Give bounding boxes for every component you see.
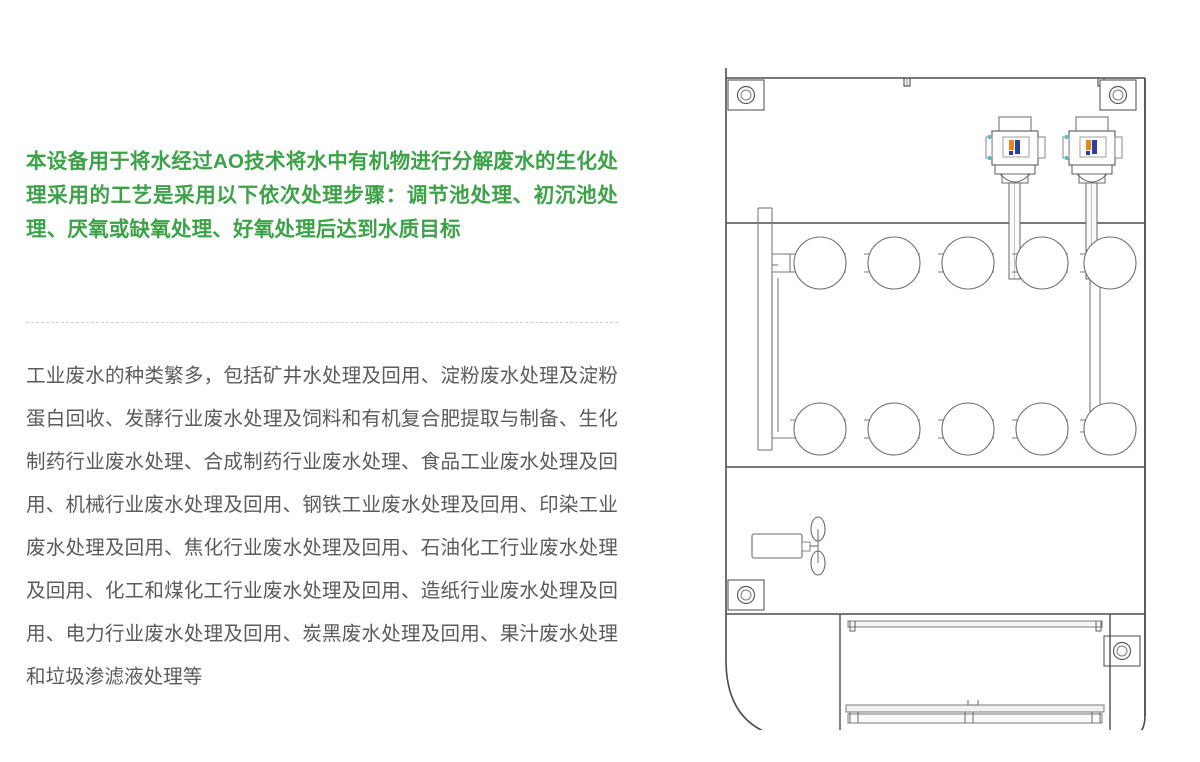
aeration-disc (1083, 236, 1137, 290)
submersible-mixer (751, 516, 826, 576)
aeration-disc (1015, 402, 1069, 456)
page-headline: 本设备用于将水经过AO技术将水中有机物进行分解废水的生化处理采用的工艺是采用以下… (26, 150, 618, 241)
equipment-drawing (700, 40, 1200, 730)
base-skid-frame (839, 614, 1111, 730)
aeration-disc (1083, 402, 1137, 456)
top-bracket-detail (903, 78, 911, 87)
bolt-plate-top-left (727, 79, 765, 111)
aeration-disc-row-1 (790, 236, 1137, 290)
body-paragraph: 工业废水的种类繁多，包括矿井水处理及回用、淀粉废水处理及淀粉蛋白回收、发酵行业废… (26, 365, 618, 688)
aeration-disc-row-2 (790, 402, 1137, 456)
bolt-plate-top-right (1099, 79, 1137, 111)
aeration-disc (793, 236, 847, 290)
section-dividers (726, 222, 1145, 615)
equipment-drawing-svg (725, 68, 1146, 730)
bolt-plate-lower-left (727, 579, 765, 611)
aeration-disc (941, 402, 995, 456)
motor-unit-2 (1062, 116, 1123, 280)
text-column: 本设备用于将水经过AO技术将水中有机物进行分解废水的生化处理采用的工艺是采用以下… (26, 0, 626, 762)
aeration-disc (941, 236, 995, 290)
section-divider (26, 322, 618, 323)
aeration-disc (793, 402, 847, 456)
motor-unit-1 (985, 116, 1046, 280)
riser-pipe-left (757, 207, 773, 451)
aeration-disc (867, 236, 921, 290)
aeration-disc (1015, 236, 1069, 290)
cabinet-outline (725, 68, 1146, 730)
aeration-disc (867, 402, 921, 456)
